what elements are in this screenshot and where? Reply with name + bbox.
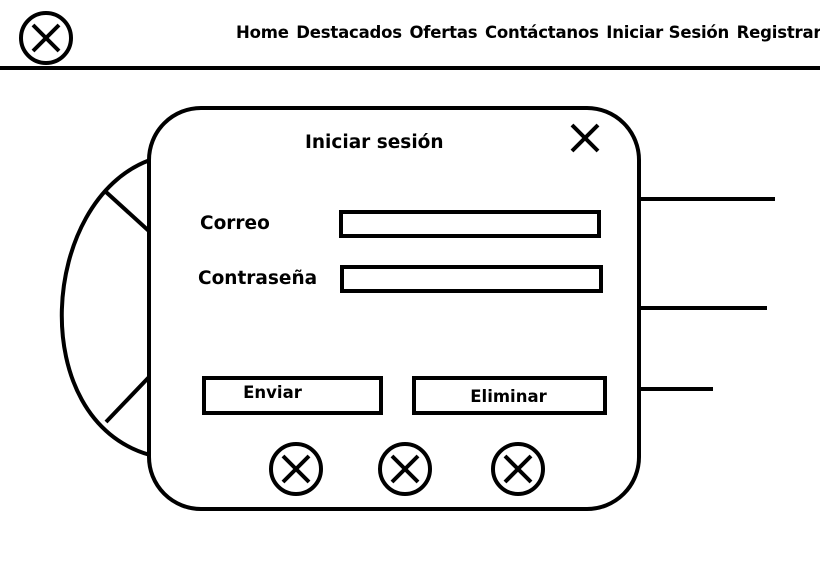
- nav-home-link[interactable]: Home: [236, 23, 289, 42]
- submit-button-label: Enviar: [243, 383, 302, 402]
- password-label: Contraseña: [198, 268, 318, 289]
- delete-button-label: Eliminar: [470, 387, 547, 406]
- nav-destacados-link[interactable]: Destacados: [296, 23, 402, 42]
- password-field[interactable]: [340, 265, 603, 293]
- close-icon[interactable]: [569, 122, 601, 154]
- logo-icon[interactable]: [18, 10, 74, 66]
- login-modal: [147, 106, 641, 511]
- left-spoke-top: [104, 190, 152, 234]
- nav-contactanos-link[interactable]: Contáctanos: [484, 23, 599, 42]
- header-divider: [0, 66, 820, 70]
- email-field[interactable]: [339, 210, 601, 238]
- delete-button[interactable]: Eliminar: [412, 376, 607, 415]
- social-icon-1[interactable]: [268, 441, 324, 497]
- nav-iniciar-sesion-link[interactable]: Iniciar Sesión: [606, 23, 730, 42]
- left-arc: [59, 158, 151, 457]
- nav-registrarse-link[interactable]: Registrarse: [736, 23, 820, 42]
- left-spoke-bottom: [104, 374, 152, 424]
- social-icon-2[interactable]: [377, 441, 433, 497]
- email-label: Correo: [200, 213, 270, 234]
- modal-title: Iniciar sesión: [305, 132, 444, 153]
- social-icon-3[interactable]: [490, 441, 546, 497]
- nav-ofertas-link[interactable]: Ofertas: [409, 23, 478, 42]
- submit-button[interactable]: Enviar: [202, 376, 383, 415]
- main-nav: Home Destacados Ofertas Contáctanos Inic…: [236, 23, 820, 42]
